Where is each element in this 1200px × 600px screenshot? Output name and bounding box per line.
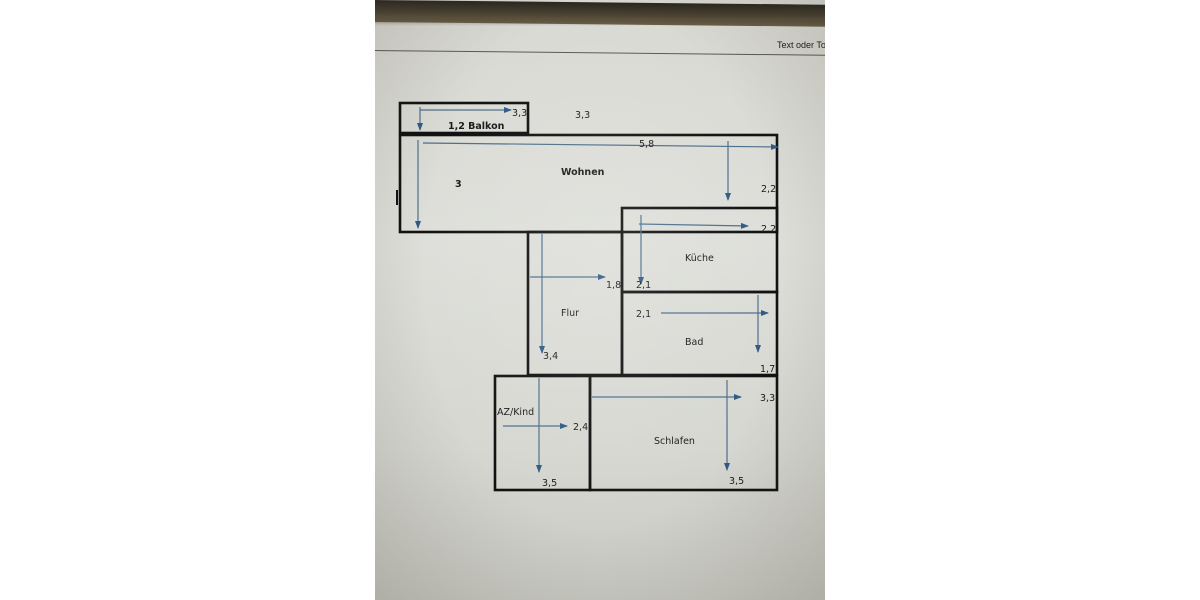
dimension-arrows [415,107,779,473]
room-balkon-outline [398,101,530,135]
kueche-depth-label: 2,1 [636,280,651,291]
room-bad-outline [620,290,779,377]
flur-depth-label: 3,4 [543,351,558,362]
walls [396,101,779,492]
schlafen-label: Schlafen [654,436,695,447]
balkon-label: 1,2 Balkon [448,121,505,132]
screen-photo: Text oder To [375,0,825,600]
wohnen-extra-width-label: 3,3 [575,110,590,121]
bezel-shadow [375,18,825,26]
room-schlafen-outline [588,374,779,492]
wohnen-depth-label: 3 [455,179,462,190]
bad-width-label: 2,1 [636,309,651,320]
room-labels: 3,3 1,2 Balkon 3,3 5,8 Wohnen 3 2,2 2,2 … [448,108,776,489]
wohnen-width-label: 5,8 [639,139,654,150]
balkon-width-label: 3,3 [512,108,527,119]
kueche-width-label: 2,2 [761,224,776,235]
az-kind-label: AZ/Kind [497,407,534,418]
ribbon-text-label: Text oder To [777,40,825,50]
flur-label: Flur [561,308,579,319]
room-az-kind-outline [493,374,592,492]
az-kind-width-label: 2,4 [573,422,588,433]
flur-width-label: 1,8 [606,280,621,291]
wohnen-extra-depth-label: 2,2 [761,184,776,195]
bad-depth-label: 1,7 [760,364,775,375]
wohnen-label: Wohnen [561,167,605,178]
az-kind-depth-label: 3,5 [542,478,557,489]
schlafen-width-label: 3,3 [760,393,775,404]
floor-plan: 3,3 1,2 Balkon 3,3 5,8 Wohnen 3 2,2 2,2 … [396,101,779,492]
kueche-label: Küche [685,253,714,264]
bad-label: Bad [685,337,703,348]
schlafen-depth-label: 3,5 [729,476,744,487]
